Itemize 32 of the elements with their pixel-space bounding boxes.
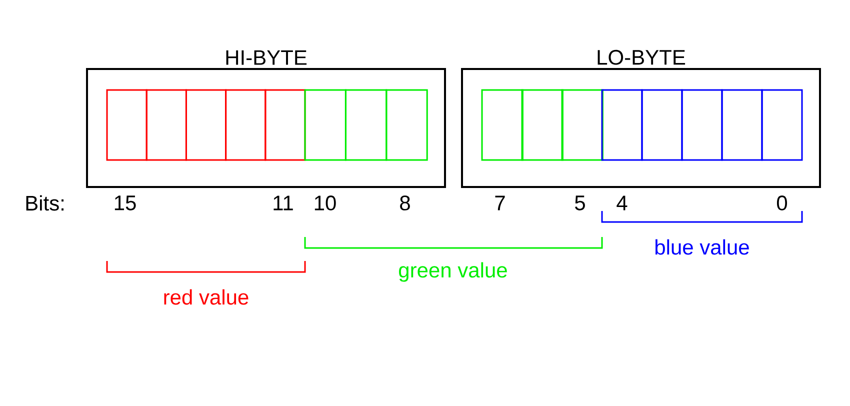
bit-number: 4: [616, 196, 628, 210]
byte-box: [86, 50, 446, 188]
bit-number: 5: [575, 196, 585, 210]
bit-number: 7: [495, 196, 505, 210]
bit-number: 15: [114, 196, 136, 210]
field-label: red value: [164, 289, 248, 305]
bit-cell: [601, 89, 643, 161]
byte-heading: LO-BYTE: [598, 50, 686, 65]
bit-cell: [146, 89, 187, 161]
bit-cell: [106, 89, 148, 161]
byte-box: [461, 50, 821, 188]
bit-number: 11: [274, 196, 293, 210]
bit-number: 8: [400, 196, 410, 210]
byte-heading: HI-BYTE: [226, 50, 307, 65]
bit-cell: [681, 89, 723, 161]
bit-cell: [344, 89, 388, 161]
field-label: green value: [399, 262, 507, 282]
bit-cell: [521, 89, 564, 161]
bit-cell: [264, 89, 306, 161]
bit-cell: [721, 89, 763, 161]
field-label: blue value: [655, 239, 749, 255]
bit-cell: [225, 89, 266, 161]
row-label: Bits:: [26, 195, 64, 211]
bit-cell: [386, 89, 428, 161]
bit-cell: [561, 89, 604, 161]
bit-cell: [481, 89, 524, 161]
bit-cell: [761, 89, 803, 161]
bit-number: 10: [314, 196, 336, 210]
bit-number: 0: [776, 196, 788, 210]
bit-cell: [185, 89, 227, 161]
bit-cell: [304, 89, 346, 161]
bit-cell: [641, 89, 683, 161]
